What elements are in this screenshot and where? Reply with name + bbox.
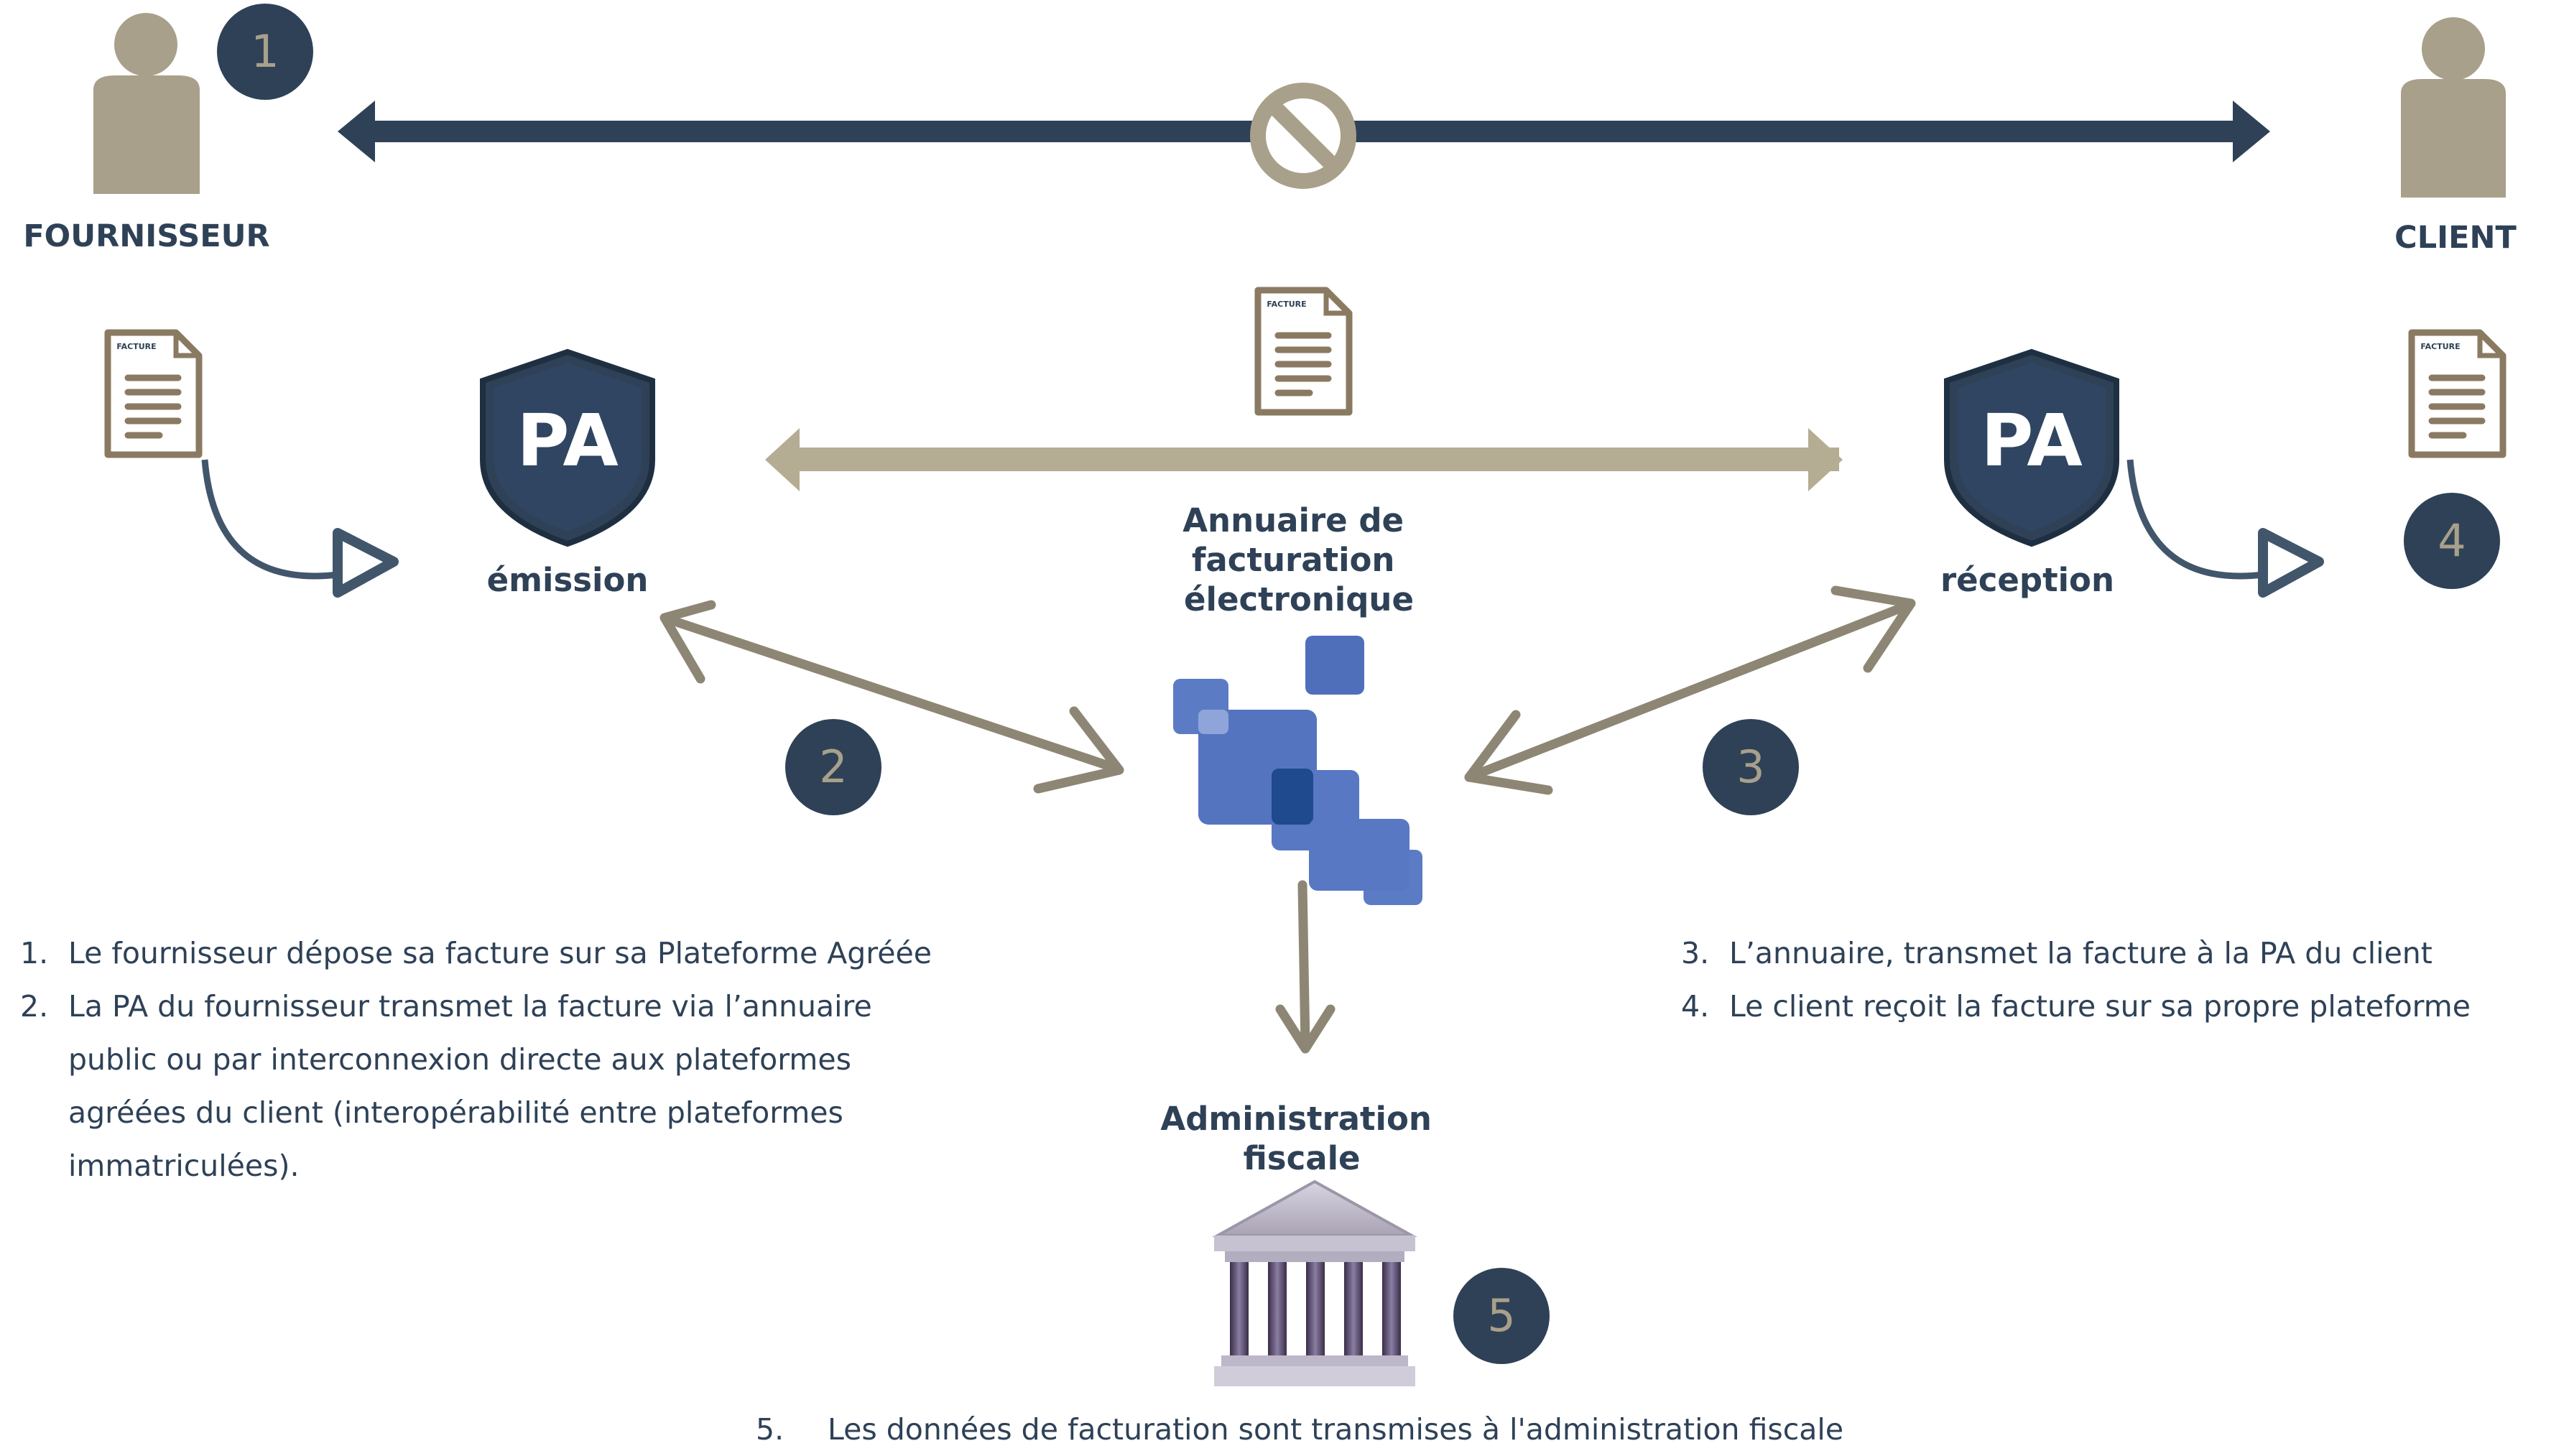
- directory-label-line-3: électronique: [1184, 580, 1414, 618]
- directory-pa-reception-arrow: [1464, 585, 1916, 795]
- directory-label: Annuaire de facturation électronique: [1182, 501, 1415, 618]
- step-1-text: Le fournisseur dépose sa facture sur sa …: [68, 936, 932, 970]
- steps-bottom-list: 5. Les données de facturation sont transm…: [756, 1403, 1977, 1456]
- step-badge-1: 1: [217, 4, 313, 100]
- svg-text:FACTURE: FACTURE: [116, 342, 156, 351]
- client-person-icon: [2401, 17, 2506, 198]
- svg-text:3: 3: [1736, 741, 1764, 793]
- pa-reception-label: réception: [1940, 561, 2114, 599]
- supplier-invoice-document-icon: FACTURE: [104, 329, 203, 458]
- no-entry-icon: [1250, 83, 1356, 189]
- supplier-to-pa-curved-arrow-icon: [201, 459, 399, 598]
- steps-right-list: 3. L’annuaire, transmet la facture à la P…: [1681, 927, 2558, 1033]
- directory-label-line-2: facturation: [1192, 541, 1395, 579]
- tax-admin-label: Administration fiscale: [1160, 1100, 1443, 1177]
- step-badge-4: 4: [2404, 493, 2500, 589]
- pa-interconnection-arrow: [765, 428, 1843, 491]
- step-2-item: 2. La PA du fournisseur transmet la factu…: [20, 980, 894, 1192]
- svg-text:2: 2: [819, 741, 847, 793]
- client-invoice-document-icon: FACTURE: [2408, 329, 2506, 458]
- pa-emission-directory-arrow: [659, 600, 1124, 794]
- step-badge-5: 5: [1453, 1268, 1550, 1364]
- step-3-text: L’annuaire, transmet la facture à la PA …: [1729, 936, 2433, 970]
- step-2-text: La PA du fournisseur transmet la facture…: [68, 989, 872, 1183]
- step-5-number: 5.: [756, 1412, 784, 1447]
- pa-emission-shield-icon: PA: [480, 348, 655, 547]
- pa-to-client-curved-arrow-icon: [2126, 459, 2324, 598]
- step-3-item: 3. L’annuaire, transmet la facture à la P…: [1681, 927, 2558, 980]
- tax-admin-label-line-1: Administration: [1160, 1100, 1432, 1138]
- svg-text:PA: PA: [1981, 399, 2083, 483]
- step-5-item: 5. Les données de facturation sont transm…: [756, 1403, 1977, 1456]
- svg-text:1: 1: [251, 25, 279, 78]
- pa-emission-label: émission: [487, 561, 649, 599]
- svg-text:5: 5: [1487, 1289, 1515, 1342]
- step-1-item: 1. Le fournisseur dépose sa facture sur s…: [20, 927, 947, 980]
- directory-logo-icon: [1173, 636, 1422, 905]
- svg-text:FACTURE: FACTURE: [1267, 300, 1306, 309]
- bank-building-icon: [1212, 1179, 1417, 1386]
- step-4-item: 4. Le client reçoit la facture sur sa pro…: [1681, 980, 2558, 1033]
- svg-text:PA: PA: [517, 399, 619, 483]
- step-badge-2: 2: [785, 719, 881, 815]
- svg-text:4: 4: [2438, 514, 2466, 567]
- step-2-number: 2.: [20, 989, 49, 1024]
- pa-reception-shield-icon: PA: [1944, 348, 2119, 547]
- step-1-number: 1.: [20, 936, 49, 970]
- svg-text:FACTURE: FACTURE: [2420, 342, 2460, 351]
- directory-label-line-1: Annuaire de: [1182, 501, 1404, 539]
- step-badge-3: 3: [1703, 719, 1799, 815]
- step-4-text: Le client reçoit la facture sur sa propr…: [1729, 989, 2471, 1024]
- step-3-number: 3.: [1681, 936, 1710, 970]
- directory-to-tax-admin-arrow: [1275, 880, 1336, 1054]
- supplier-person-icon: [93, 13, 200, 194]
- step-5-text: Les données de facturation sont transmis…: [828, 1412, 1844, 1447]
- tax-admin-label-line-2: fiscale: [1243, 1139, 1360, 1177]
- client-label: CLIENT: [2394, 220, 2517, 256]
- supplier-label: FOURNISSEUR: [23, 218, 269, 254]
- directory-invoice-document-icon: FACTURE: [1254, 287, 1353, 416]
- steps-left-list: 1. Le fournisseur dépose sa facture sur s…: [20, 927, 947, 1192]
- step-4-number: 4.: [1681, 989, 1710, 1024]
